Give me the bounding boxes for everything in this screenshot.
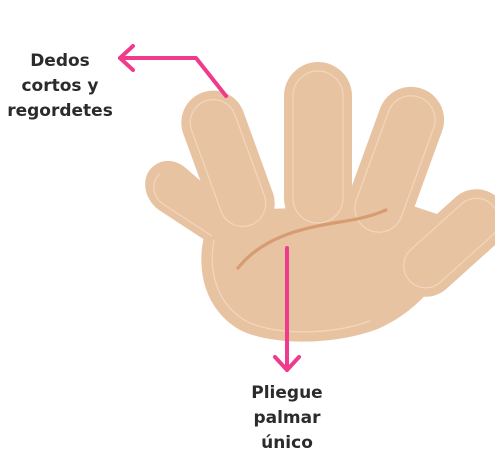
palm: [201, 205, 445, 342]
label-palmar-crease-line-3: único: [261, 433, 313, 453]
label-short-fingers: Dedos cortos y regordetes: [0, 49, 120, 124]
label-short-fingers-line-1: Dedos: [30, 51, 90, 71]
label-short-fingers-line-2: cortos y: [21, 76, 99, 96]
arrow-palmar-crease: [273, 246, 301, 372]
label-palmar-crease-line-2: palmar: [253, 408, 321, 428]
hand: [145, 62, 495, 342]
hand-inner-outline: [153, 70, 495, 333]
index-finger: [181, 90, 275, 236]
label-short-fingers-line-3: regordetes: [7, 101, 113, 121]
label-palmar-crease: Pliegue palmar único: [232, 381, 342, 456]
palmar-crease: [236, 208, 388, 270]
hand-silhouette: [145, 62, 495, 342]
label-palmar-crease-line-1: Pliegue: [251, 383, 323, 403]
middle-finger: [284, 62, 352, 232]
arrow-short-fingers: [118, 44, 228, 98]
ring-finger: [345, 86, 445, 242]
